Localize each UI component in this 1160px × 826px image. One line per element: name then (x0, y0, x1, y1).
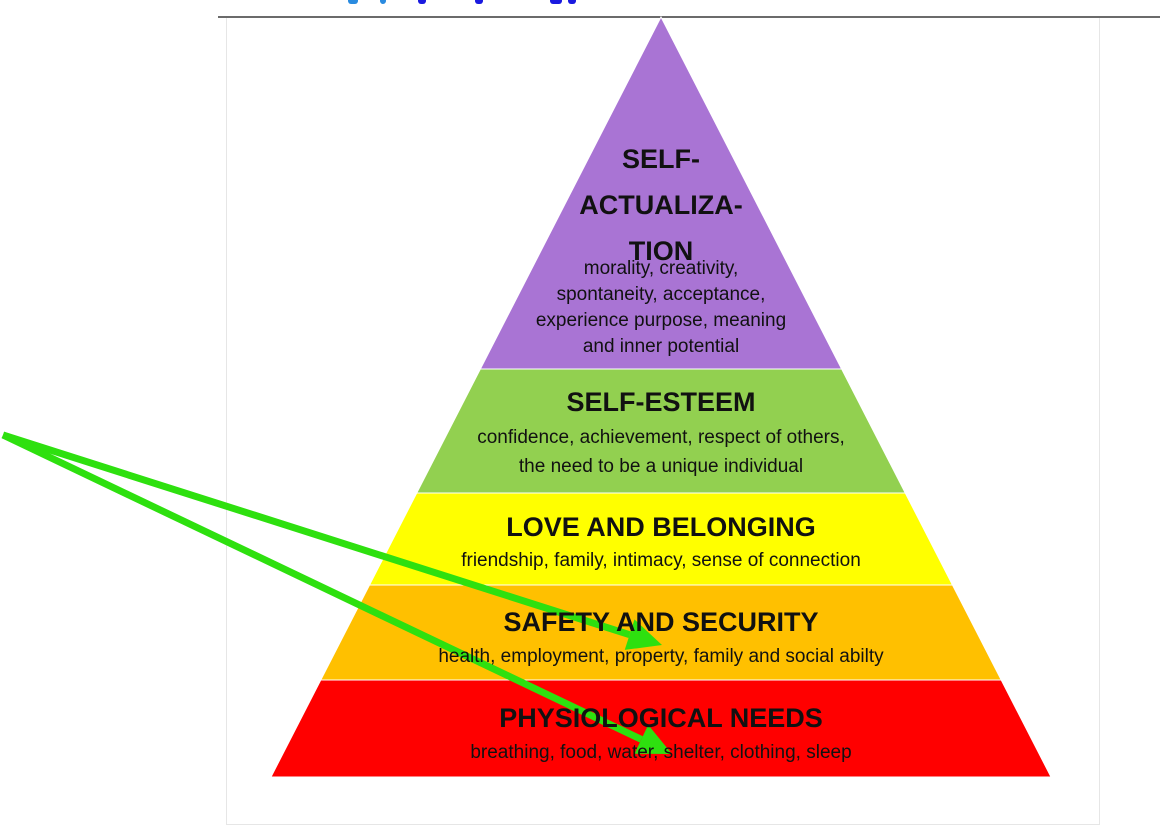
tier-description: morality, creativity, (584, 258, 739, 279)
page-title-clipped (240, 0, 1000, 10)
title-fragment (550, 0, 562, 4)
title-fragment (475, 0, 483, 4)
tier-title: SELF-ESTEEM (566, 387, 755, 417)
title-fragment (418, 0, 426, 4)
tier-description: friendship, family, intimacy, sense of c… (461, 550, 861, 571)
tier-description: experience purpose, meaning (536, 310, 786, 331)
title-fragment (380, 0, 386, 4)
tier-physiological-needs (270, 679, 1052, 778)
title-fragment (348, 0, 358, 4)
arrow-to-physiological (1, 431, 672, 754)
tier-description: breathing, food, water, shelter, clothin… (470, 742, 851, 763)
arrowhead-icon (634, 724, 672, 754)
tier-title: LOVE AND BELONGING (506, 512, 816, 542)
tier-title: SAFETY AND SECURITY (503, 607, 818, 637)
tier-description: the need to be a unique individual (519, 456, 803, 477)
tier-title: SELF- (622, 144, 700, 174)
tier-description: and inner potential (583, 336, 739, 357)
tier-title: PHYSIOLOGICAL NEEDS (499, 703, 823, 733)
arrow-shaft (1, 431, 643, 743)
tier-description: spontaneity, acceptance, (557, 284, 766, 305)
tier-title: ACTUALIZA- (579, 190, 742, 220)
arrow-to-safety (1, 431, 662, 650)
tier-description: confidence, achievement, respect of othe… (477, 427, 845, 448)
tier-title: TION (629, 236, 694, 266)
title-fragment (568, 0, 576, 4)
arrow-shaft (1, 431, 631, 639)
arrowhead-icon (624, 619, 662, 650)
tier-description: health, employment, property, family and… (438, 646, 884, 667)
header-rule (218, 16, 1160, 18)
